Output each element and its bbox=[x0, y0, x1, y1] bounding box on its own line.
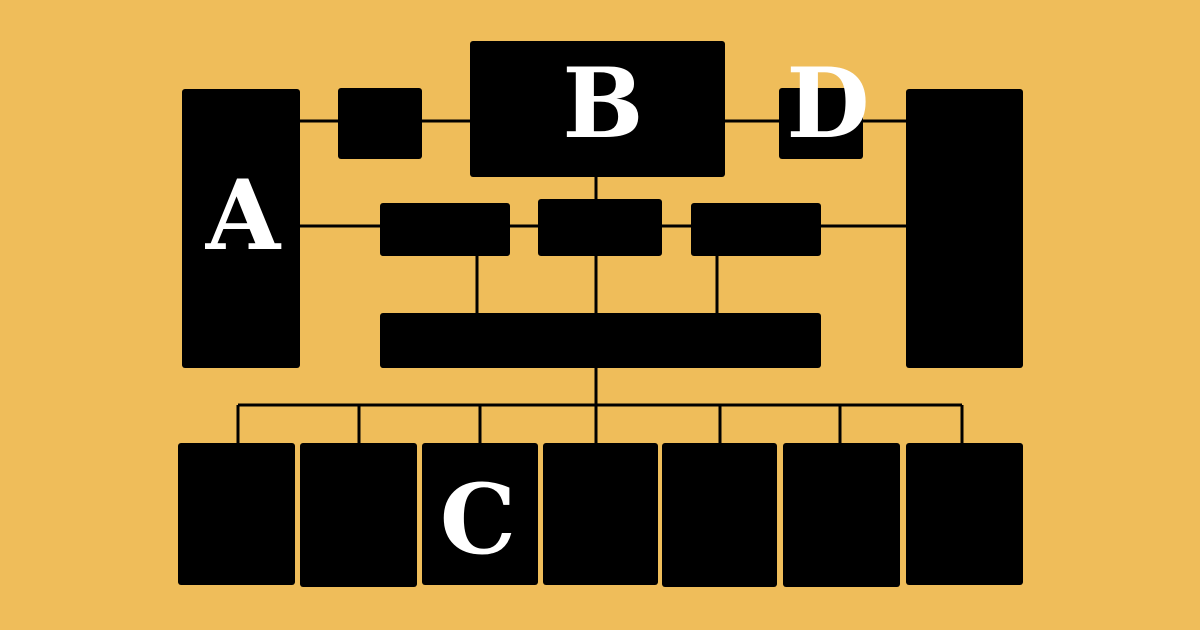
label-d: D bbox=[786, 47, 869, 160]
node-tall-right bbox=[906, 89, 1023, 368]
node-bottom-6 bbox=[783, 443, 900, 587]
nodes bbox=[178, 41, 1023, 587]
label-c: C bbox=[440, 463, 516, 576]
node-bottom-1 bbox=[178, 443, 295, 585]
node-mid-left bbox=[380, 203, 510, 256]
node-small-top-left bbox=[338, 88, 422, 159]
node-bottom-7 bbox=[906, 443, 1023, 585]
labels: A B D C bbox=[205, 47, 870, 576]
node-mid-right bbox=[691, 203, 821, 256]
node-bottom-4 bbox=[543, 443, 658, 585]
node-wide-bar bbox=[380, 313, 821, 368]
label-b: B bbox=[562, 47, 643, 160]
node-mid-center bbox=[538, 199, 662, 256]
node-d-small-top-right bbox=[779, 88, 863, 159]
node-a-tall-left bbox=[182, 89, 300, 368]
connectors bbox=[236, 119, 964, 443]
node-bottom-5 bbox=[662, 443, 777, 587]
node-b-top-center bbox=[470, 41, 725, 177]
node-c-bottom-3 bbox=[422, 443, 538, 585]
label-a: A bbox=[205, 159, 282, 272]
node-bottom-2 bbox=[300, 443, 417, 587]
